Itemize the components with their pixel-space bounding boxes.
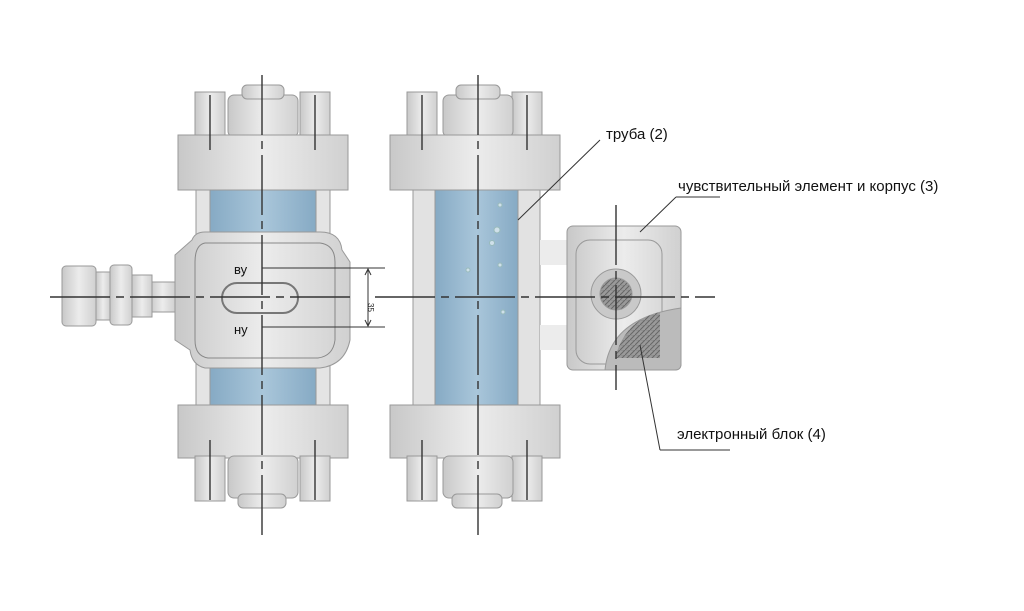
upper-level-label: ву (234, 262, 248, 277)
lower-level-label: ну (234, 322, 248, 337)
dimension-label: 35 (365, 303, 375, 312)
left-view (61, 84, 351, 509)
center-lines (50, 75, 730, 540)
sensor-label: чувствительный элемент и корпус (3) (678, 178, 939, 195)
pipe-label: труба (2) (606, 126, 668, 143)
electronics-label: электронный блок (4) (677, 426, 826, 443)
sensor-housing (566, 225, 682, 371)
